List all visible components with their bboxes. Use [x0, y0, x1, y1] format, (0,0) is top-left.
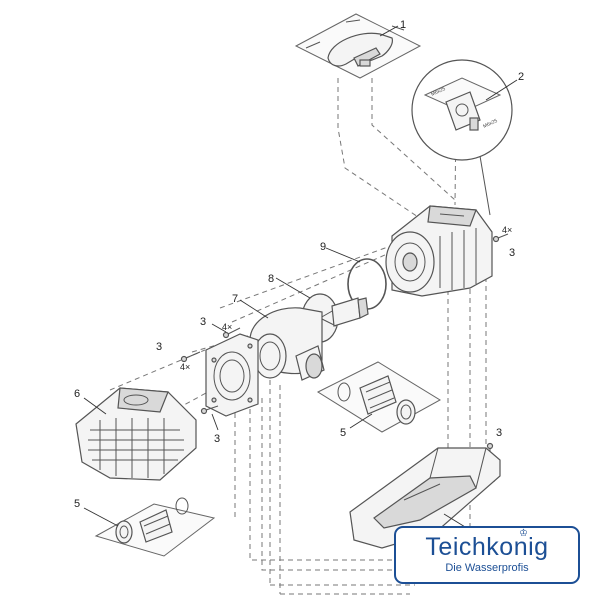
svg-text:M6x25: M6x25 — [482, 118, 498, 130]
part-1-handle — [294, 13, 422, 79]
part-5-nozzle-set-left — [94, 497, 216, 557]
assembly-guide-lines — [109, 78, 487, 595]
callout-3-cover: 3 — [200, 316, 206, 328]
part-6-filter-basket — [75, 387, 197, 481]
part-5-nozzle-set-right — [316, 361, 441, 433]
teichkonig-logo: ♔ Teichkonig Die Wasserprofis — [394, 526, 580, 584]
logo-tagline: Die Wasserprofis — [445, 562, 529, 574]
leader-lines — [83, 25, 518, 531]
motor-housing — [385, 205, 493, 297]
logo-brand-name: Teichkonig — [425, 533, 549, 561]
part-4-base — [349, 447, 501, 549]
callout-6: 6 — [74, 388, 80, 400]
callout-3-left: 3 — [156, 341, 162, 353]
flange-plate — [205, 333, 259, 417]
callout-5-left: 5 — [74, 498, 80, 510]
callout-5-right: 5 — [340, 427, 346, 439]
part-7-pump-chamber — [249, 307, 325, 381]
callout-4x-left: 4× — [180, 362, 190, 372]
callout-8: 8 — [268, 273, 274, 285]
callout-3-base: 3 — [496, 427, 502, 439]
callout-4x-motor: 4× — [502, 225, 512, 235]
part-2-detail-bracket: M6x25 M6x25 — [411, 59, 513, 216]
svg-text:M6x25: M6x25 — [430, 86, 446, 98]
callout-4x-cover: 4× — [222, 322, 232, 332]
callout-7: 7 — [232, 293, 238, 305]
crown-icon: ♔ — [519, 528, 528, 539]
callout-2: 2 — [518, 71, 524, 83]
callout-1: 1 — [400, 19, 406, 31]
callout-3-motor: 3 — [509, 247, 515, 259]
callout-9: 9 — [320, 241, 326, 253]
callout-3-bottom: 3 — [214, 433, 220, 445]
